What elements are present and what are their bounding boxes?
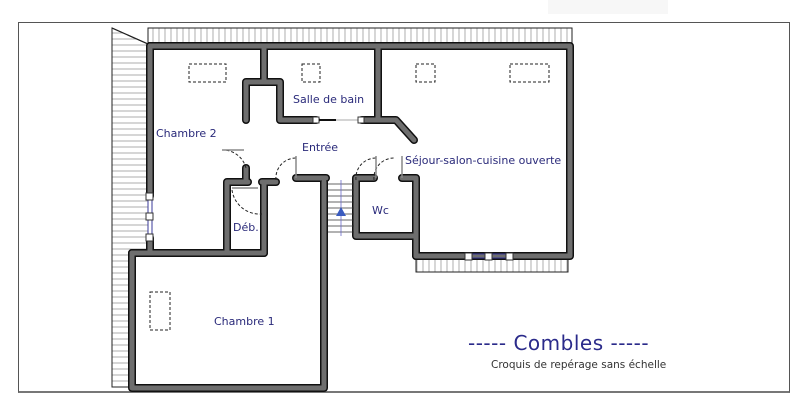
- skylights: [149, 63, 550, 331]
- room-label-sejour: Séjour-salon-cuisine ouverte: [405, 154, 562, 167]
- room-label-debarras: Déb.: [233, 221, 259, 234]
- room-label-chambre-1: Chambre 1: [214, 315, 275, 328]
- corner-artifact: [548, 0, 668, 14]
- room-label-salle-de-bain: Salle de bain: [293, 93, 365, 106]
- room-label-entree: Entrée: [302, 141, 339, 154]
- plan-subtitle: Croquis de repérage sans échelle: [491, 359, 667, 371]
- title-dash-left: -----: [468, 331, 507, 355]
- door-leaves: [222, 149, 403, 189]
- bathroom-opening: [312, 116, 365, 124]
- room-label-chambre-2: Chambre 2: [156, 127, 217, 140]
- plan-title: ----- Combles -----: [468, 331, 649, 355]
- doors: [221, 149, 395, 215]
- room-label-wc: Wc: [372, 204, 389, 217]
- stair-up-arrow-icon: [336, 207, 346, 216]
- window-bottom: [464, 252, 514, 261]
- title-text: Combles: [513, 331, 604, 355]
- drawing-frame: [18, 22, 790, 393]
- title-dash-right: -----: [610, 331, 650, 355]
- walls: [128, 42, 574, 392]
- window-left: [145, 192, 154, 242]
